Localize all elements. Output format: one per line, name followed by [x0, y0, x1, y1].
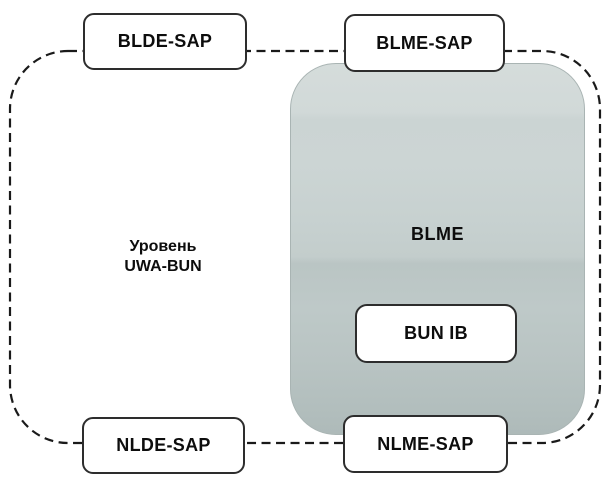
level-label-line2: UWA-BUN [124, 258, 202, 275]
sap-box-blme-label: BLME-SAP [376, 32, 473, 53]
sap-box-blde-label: BLDE-SAP [117, 31, 213, 51]
bun-ib-box: BUN IB [355, 304, 517, 363]
sap-box-nlme: NLME-SAP [343, 415, 508, 473]
sap-box-blme: BLME-SAP [344, 14, 505, 72]
blme-label: BLME [411, 224, 464, 244]
sap-box-nlde-label: NLDE-SAP [116, 435, 211, 455]
sap-box-nlde: NLDE-SAP [82, 417, 245, 474]
dashed-boundary-rect [8, 49, 602, 445]
level-label-line1: Уровень [129, 238, 197, 255]
sap-box-nlme-label: NLME-SAP [377, 433, 474, 454]
level-label: Уровень UWA-BUN [63, 237, 263, 277]
bun-ib-label: BUN IB [404, 323, 468, 343]
blme-block: BLME [290, 63, 585, 435]
sap-box-blde: BLDE-SAP [83, 13, 247, 70]
